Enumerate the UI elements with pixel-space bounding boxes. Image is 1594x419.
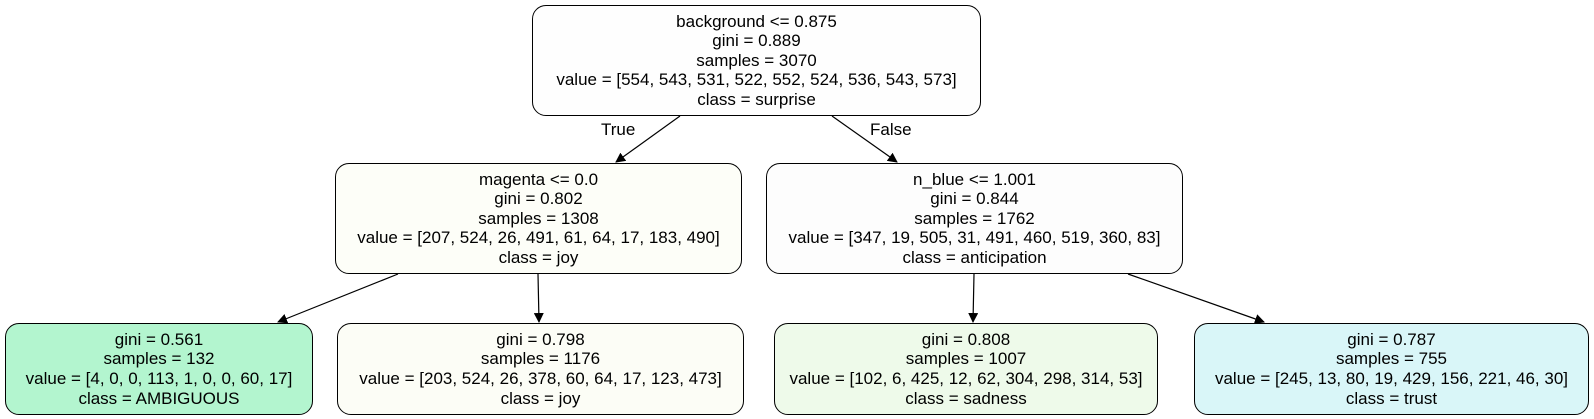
edge-left-leftleft (277, 273, 399, 324)
class-label: class = sadness (905, 388, 1027, 408)
split-condition: background <= 0.875 (676, 11, 837, 31)
value-distribution: value = [203, 524, 26, 378, 60, 64, 17, … (359, 369, 722, 388)
edge-left-leftright (533, 273, 544, 323)
gini-value: gini = 0.798 (496, 329, 585, 349)
samples-count: samples = 1308 (478, 208, 599, 228)
tree-node-root: background <= 0.875 gini = 0.889 samples… (532, 5, 981, 116)
samples-count: samples = 1007 (905, 349, 1027, 369)
value-distribution: value = [102, 6, 425, 12, 62, 304, 298, … (789, 369, 1143, 388)
samples-count: samples = 1762 (914, 208, 1035, 228)
tree-leaf-sadness: gini = 0.808 samples = 1007 value = [102… (774, 323, 1158, 415)
class-label: class = AMBIGUOUS (78, 388, 240, 408)
tree-leaf-trust: gini = 0.787 samples = 755 value = [245,… (1194, 323, 1589, 415)
class-label: class = joy (498, 247, 579, 267)
value-distribution: value = [4, 0, 0, 113, 1, 0, 0, 60, 17] (25, 369, 293, 388)
samples-count: samples = 1176 (480, 349, 601, 369)
class-label: class = anticipation (902, 247, 1047, 267)
class-label: class = trust (1345, 388, 1438, 408)
edge-right-rightleft (968, 273, 979, 323)
edge-label-false: False (870, 120, 912, 139)
gini-value: gini = 0.889 (712, 31, 801, 51)
gini-value: gini = 0.787 (1347, 329, 1436, 349)
value-distribution: value = [347, 19, 505, 31, 491, 460, 519… (788, 228, 1161, 248)
tree-leaf-ambiguous: gini = 0.561 samples = 132 value = [4, 0… (5, 323, 313, 415)
gini-value: gini = 0.844 (930, 189, 1019, 209)
tree-node-right: n_blue <= 1.001 gini = 0.844 samples = 1… (766, 163, 1183, 274)
tree-leaf-joy: gini = 0.798 samples = 1176 value = [203… (337, 323, 744, 415)
gini-value: gini = 0.808 (921, 329, 1011, 349)
edge-right-rightright (1127, 273, 1265, 324)
value-distribution: value = [245, 13, 80, 19, 429, 156, 221,… (1214, 369, 1569, 388)
value-distribution: value = [207, 524, 26, 491, 61, 64, 17, … (357, 228, 720, 248)
edge-root-right (831, 115, 898, 163)
split-condition: magenta <= 0.0 (478, 169, 599, 189)
samples-count: samples = 755 (1335, 349, 1448, 369)
class-label: class = joy (500, 388, 581, 408)
edge-label-true: True (601, 120, 636, 139)
gini-value: gini = 0.802 (494, 189, 583, 209)
value-distribution: value = [554, 543, 531, 522, 552, 524, 5… (556, 70, 957, 90)
samples-count: samples = 132 (103, 349, 215, 369)
gini-value: gini = 0.561 (114, 329, 204, 349)
samples-count: samples = 3070 (696, 50, 817, 70)
tree-node-left: magenta <= 0.0 gini = 0.802 samples = 13… (335, 163, 742, 274)
split-condition: n_blue <= 1.001 (913, 169, 1036, 189)
edge-root-left (615, 115, 681, 163)
class-label: class = surprise (697, 89, 816, 109)
